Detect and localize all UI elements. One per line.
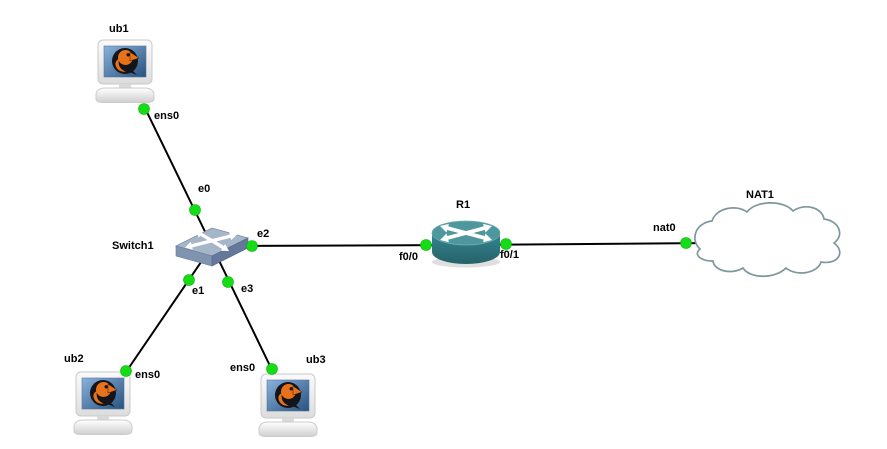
port-dot-switch1-e0 bbox=[189, 204, 201, 216]
node-r1-router-icon[interactable] bbox=[430, 219, 502, 270]
node-ub1-laptop-qemu-icon[interactable] bbox=[95, 39, 155, 103]
link-ub3-switch1[interactable] bbox=[211, 245, 273, 371]
port-dot-switch1-e2 bbox=[246, 240, 258, 252]
node-label-nat1: NAT1 bbox=[746, 189, 774, 201]
link-ub1-switch1[interactable] bbox=[143, 105, 213, 247]
port-label-r1-f0-1: f0/1 bbox=[500, 249, 519, 261]
node-label-ub1: ub1 bbox=[109, 23, 129, 35]
port-dot-switch1-e1 bbox=[183, 274, 195, 286]
port-label-switch1-e0: e0 bbox=[198, 183, 211, 195]
node-label-ub3: ub3 bbox=[306, 354, 326, 366]
port-dot-r1-f0-0 bbox=[420, 239, 432, 251]
port-label-r1-f0-0: f0/0 bbox=[399, 251, 418, 263]
port-label-switch1-e1: e1 bbox=[192, 285, 205, 297]
port-label-switch1-e3: e3 bbox=[241, 283, 254, 295]
port-dot-ub2-ens0 bbox=[120, 365, 132, 377]
node-nat1-cloud-icon[interactable] bbox=[694, 202, 841, 278]
node-ub2-laptop-qemu-icon[interactable] bbox=[73, 371, 133, 435]
port-label-ub2-ens0: ens0 bbox=[135, 369, 161, 381]
port-dot-ub1-ens0 bbox=[138, 103, 150, 115]
port-label-nat1-nat0: nat0 bbox=[653, 222, 676, 234]
node-label-ub2: ub2 bbox=[64, 353, 84, 365]
port-dot-switch1-e3 bbox=[222, 276, 234, 288]
node-switch1-ethernet-switch-icon[interactable] bbox=[174, 226, 250, 268]
port-dot-r1-f0-1 bbox=[500, 238, 512, 250]
nodes bbox=[73, 39, 841, 437]
port-label-switch1-e2: e2 bbox=[257, 228, 270, 240]
node-label-r1: R1 bbox=[456, 199, 471, 211]
port-label-ub3-ens0: ens0 bbox=[230, 362, 256, 374]
port-status-dots bbox=[120, 103, 692, 377]
port-dot-nat1-nat0 bbox=[680, 237, 692, 249]
link-ub2-switch1[interactable] bbox=[125, 245, 213, 373]
port-label-ub1-ens0: ens0 bbox=[154, 110, 180, 122]
port-dot-ub3-ens0 bbox=[266, 363, 278, 375]
node-label-switch1: Switch1 bbox=[112, 240, 154, 252]
node-ub3-laptop-qemu-icon[interactable] bbox=[258, 373, 318, 437]
